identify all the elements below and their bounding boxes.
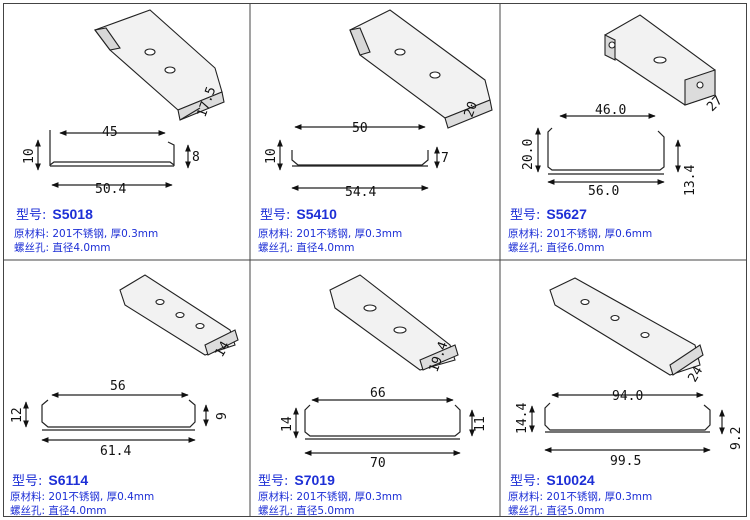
model-line: 型号: S5627	[510, 206, 587, 223]
right-height-label: 13.4	[683, 165, 698, 196]
panel-s6114: 14 56 61.4 12 9 型号: S6114 原材料: 201不锈钢, 厚0…	[10, 274, 239, 517]
left-height-label: 12	[10, 407, 25, 423]
left-height-label: 20.0	[521, 139, 536, 170]
profile-drawing	[23, 392, 209, 443]
model-prefix: 型号:	[258, 474, 288, 489]
model-line: 型号: S5018	[16, 206, 93, 223]
panel-s7019: 19.4 66 70 14 11 型号:S7019 原材料: 201不锈钢, 厚…	[258, 274, 488, 517]
material-line: 原材料: 201不锈钢, 厚0.3mm	[508, 490, 652, 503]
panel-s5410: 20 50 54.4 10 7 型号: S5410 原材料: 201不锈钢, 厚0…	[258, 9, 493, 254]
top-width-label: 50	[352, 121, 368, 136]
profile-drawing	[293, 397, 475, 456]
right-height-label: 9	[215, 412, 230, 420]
panel-s10024: 24 94.0 99.5 14.4 9.2 型号: S10024 原材料: 201…	[508, 277, 744, 517]
material-line: 原材料: 201不锈钢, 厚0.6mm	[508, 227, 652, 240]
bottom-width-label: 61.4	[100, 444, 131, 459]
model-prefix: 型号:	[260, 208, 290, 223]
right-height-label: 7	[441, 151, 449, 166]
top-width-label: 56	[110, 379, 126, 394]
hole-line: 螺丝孔: 直径4.0mm	[14, 241, 111, 254]
bottom-width-label: 99.5	[610, 454, 641, 469]
model-line: 型号: S5410	[260, 206, 337, 223]
hole-line: 螺丝孔: 直径4.0mm	[10, 504, 107, 517]
material-line: 原材料: 201不锈钢, 厚0.3mm	[258, 227, 402, 240]
left-height-label: 10	[264, 148, 279, 164]
left-height-label: 10	[22, 148, 37, 164]
right-height-label: 11	[473, 416, 488, 432]
iso-depth-label: 14	[212, 339, 233, 360]
model-code: S7019	[294, 472, 335, 488]
hole-line: 螺丝孔: 直径5.0mm	[508, 504, 605, 517]
iso-bracket-image	[604, 14, 716, 106]
right-height-label: 8	[192, 150, 200, 165]
iso-bracket-image	[349, 9, 493, 129]
profile-drawing	[529, 392, 725, 453]
material-line: 原材料: 201不锈钢, 厚0.3mm	[14, 227, 158, 240]
iso-depth-label: 24	[685, 364, 706, 385]
model-code: S5627	[546, 206, 587, 222]
top-width-label: 66	[370, 386, 386, 401]
model-prefix: 型号:	[12, 474, 42, 489]
top-width-label: 45	[102, 125, 118, 140]
panel-s5627: 27 46.0 56.0 20.0 13.4 型号:S5627 原材料: 201…	[508, 14, 726, 254]
panel-s5018: 17.5 45 50.4 10 8 型号:S5018 原材料: 201不锈钢, …	[14, 9, 225, 254]
model-line: 型号: S7019	[258, 472, 335, 489]
model-code: S5018	[52, 206, 93, 222]
model-prefix: 型号:	[510, 474, 540, 489]
iso-bracket-image	[329, 274, 459, 371]
hole-line: 螺丝孔: 直径5.0mm	[258, 504, 355, 517]
left-height-label: 14.4	[515, 403, 530, 434]
iso-depth-label: 20	[462, 100, 481, 120]
bottom-width-label: 70	[370, 456, 386, 471]
material-line: 原材料: 201不锈钢, 厚0.3mm	[258, 490, 402, 503]
iso-bracket-image	[549, 277, 704, 376]
model-code: S10024	[546, 472, 594, 488]
top-width-label: 94.0	[612, 389, 643, 404]
profile-drawing	[277, 124, 440, 191]
bottom-width-label: 56.0	[588, 184, 619, 199]
model-prefix: 型号:	[510, 208, 540, 223]
hole-line: 螺丝孔: 直径6.0mm	[508, 241, 605, 254]
material-line: 原材料: 201不锈钢, 厚0.4mm	[10, 490, 154, 503]
iso-bracket-image	[94, 9, 225, 121]
left-height-label: 14	[280, 416, 295, 432]
profile-drawing	[535, 113, 681, 185]
bottom-width-label: 54.4	[345, 185, 376, 200]
model-prefix: 型号:	[16, 208, 46, 223]
right-height-label: 9.2	[729, 427, 744, 450]
top-width-label: 46.0	[595, 103, 626, 118]
model-line: 型号: S10024	[510, 472, 595, 489]
iso-bracket-image	[119, 274, 239, 356]
model-line: 型号: S6114	[12, 472, 88, 489]
bottom-width-label: 50.4	[95, 182, 126, 197]
model-code: S5410	[296, 206, 337, 222]
hole-line: 螺丝孔: 直径4.0mm	[258, 241, 355, 254]
profile-drawing	[35, 130, 191, 188]
model-code: S6114	[48, 472, 88, 488]
panel-grid	[3, 3, 747, 517]
